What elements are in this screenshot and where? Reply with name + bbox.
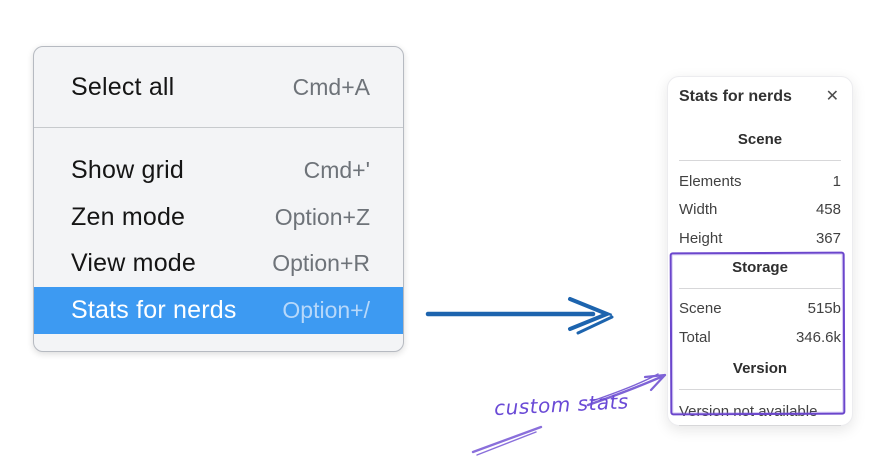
- menu-item-view-mode[interactable]: View mode Option+R: [34, 240, 403, 286]
- stat-value: 515b: [807, 300, 841, 318]
- close-icon[interactable]: ✕: [825, 88, 839, 105]
- stats-panel-header: Stats for nerds ✕: [679, 85, 841, 109]
- menu-item-label: Stats for nerds: [71, 296, 237, 324]
- menu-item-shortcut: Option+Z: [274, 203, 370, 230]
- menu-item-label: Show grid: [71, 155, 184, 184]
- section-rows-storage: Scene 515b Total 346.6k: [679, 295, 841, 352]
- menu-item-select-all[interactable]: Select all Cmd+A: [34, 47, 403, 127]
- stat-label: Height: [679, 229, 723, 247]
- menu-item-label: Zen mode: [71, 202, 186, 231]
- section-header-storage: Storage: [679, 259, 841, 289]
- section-header-scene: Scene: [679, 131, 841, 161]
- menu-item-shortcut: Option+/: [282, 297, 370, 323]
- menu-item-shortcut: Cmd+': [303, 156, 370, 183]
- menu-item-shortcut: Cmd+A: [292, 73, 370, 100]
- section-rows-scene: Elements 1 Width 458 Height 367: [679, 167, 841, 253]
- stats-panel-title: Stats for nerds: [679, 88, 792, 105]
- version-note: Version not available: [679, 398, 841, 426]
- menu-item-show-grid[interactable]: Show grid Cmd+': [34, 147, 403, 193]
- stat-row-scene-storage: Scene 515b: [679, 295, 841, 324]
- stat-row-height: Height 367: [679, 224, 841, 253]
- stat-row-total-storage: Total 346.6k: [679, 323, 841, 352]
- stat-label: Scene: [679, 300, 722, 318]
- stat-value: 346.6k: [795, 328, 841, 346]
- context-menu: Select all Cmd+A Show grid Cmd+' Zen mod…: [33, 46, 404, 352]
- stat-row-width: Width 458: [679, 196, 841, 225]
- purple-arrow-tail: [471, 425, 543, 456]
- stat-value: 367: [815, 229, 841, 247]
- menu-item-stats-for-nerds[interactable]: Stats for nerds Option+/: [34, 287, 403, 334]
- stat-label: Total: [679, 328, 711, 346]
- section-header-version: Version: [679, 360, 841, 390]
- menu-item-label: Select all: [71, 72, 175, 101]
- stat-value: 458: [815, 201, 841, 219]
- menu-item-shortcut: Option+R: [272, 249, 370, 276]
- stats-panel: Stats for nerds ✕ Scene Elements 1 Width…: [667, 76, 853, 426]
- menu-item-zen-mode[interactable]: Zen mode Option+Z: [34, 194, 403, 240]
- stat-label: Elements: [679, 172, 742, 190]
- annotation-label: custom stats: [493, 389, 630, 421]
- menu-item-label: View mode: [71, 248, 197, 277]
- stat-value: 1: [832, 172, 841, 190]
- stat-label: Width: [679, 201, 718, 219]
- menu-divider: [34, 127, 403, 128]
- stat-row-elements: Elements 1: [679, 167, 841, 196]
- blue-arrow: [425, 297, 614, 335]
